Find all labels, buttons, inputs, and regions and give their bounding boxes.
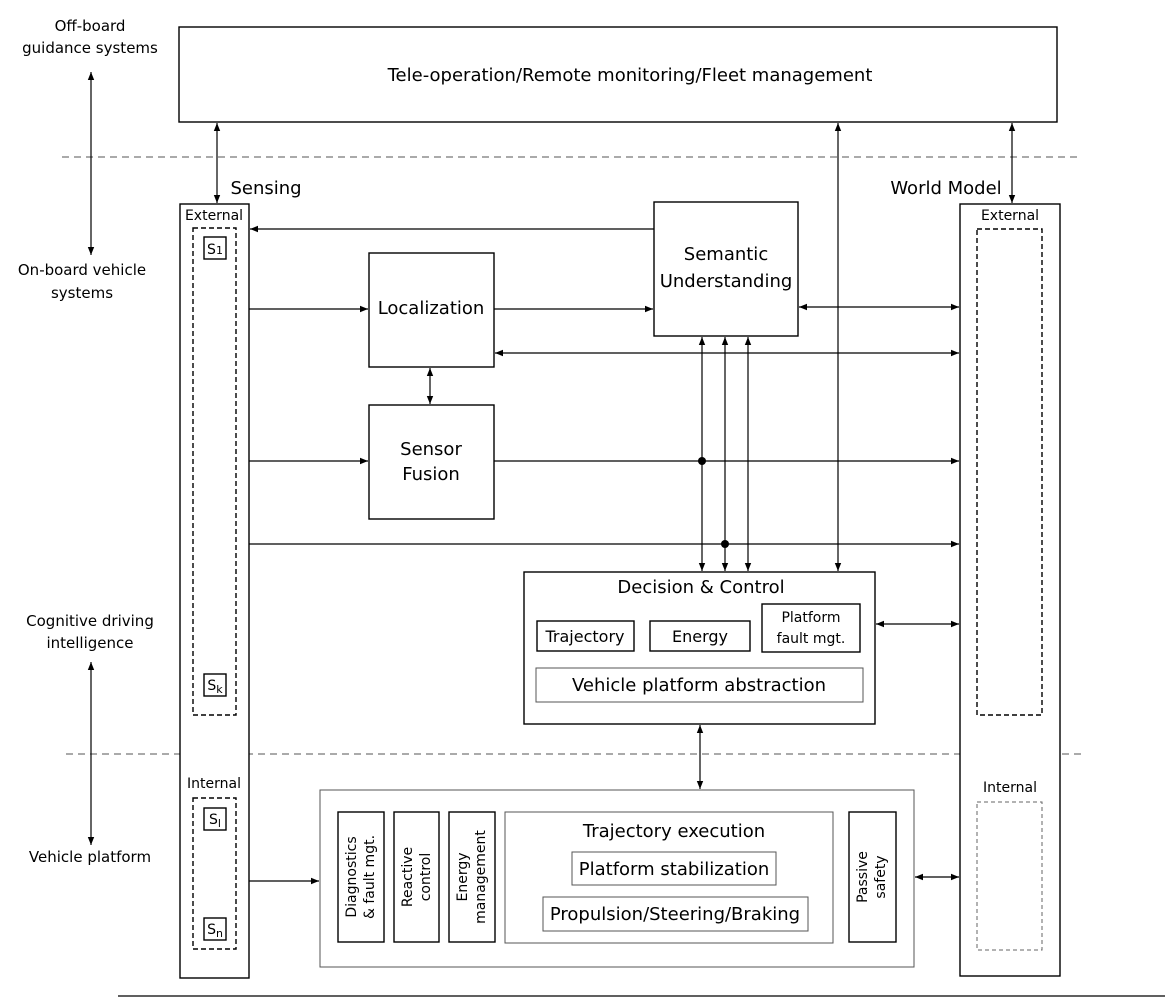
junction-fusion [698, 457, 706, 465]
sensing-internal-label: Internal [187, 776, 241, 792]
energy-label: Energy [672, 627, 728, 646]
sensor-fusion-box [368, 404, 495, 520]
sensor-s1-label: S1 [207, 242, 223, 258]
passive-line1: Passive [855, 851, 871, 903]
sensing-title: Sensing [230, 178, 301, 199]
decision-title: Decision & Control [617, 577, 784, 598]
sensor-s1 [203, 236, 227, 260]
trajectory-execution-label: Trajectory execution [582, 821, 765, 842]
stabilization-label: Platform stabilization [579, 859, 770, 880]
semantic-line2: Understanding [660, 271, 793, 292]
semantic-understanding-box [653, 201, 799, 337]
platform-fault-line2: fault mgt. [777, 631, 846, 647]
energy-mgmt-line1: Energy [455, 852, 471, 901]
energy-box [649, 620, 751, 652]
passive-safety-box [848, 811, 897, 943]
reactive-box [393, 811, 440, 943]
sensor-sn [203, 917, 227, 941]
sensing-internal-group [192, 797, 237, 950]
trajectory-box [536, 620, 635, 652]
junction-sensing [721, 540, 729, 548]
cognitive-label-1: Cognitive driving [26, 612, 154, 630]
localization-label: Localization [378, 298, 485, 319]
energy-mgmt-line2: management [473, 830, 489, 924]
sensor-fusion-line1: Sensor [400, 439, 462, 460]
energy-management-box [448, 811, 496, 943]
cognitive-label-2: intelligence [46, 634, 133, 652]
platform-fault-line1: Platform [781, 610, 840, 626]
platform-label: Vehicle platform [29, 848, 151, 866]
onboard-label-1: On-board vehicle [18, 261, 146, 279]
onboard-label-2: systems [51, 284, 113, 302]
propulsion-box [542, 896, 809, 932]
side-labels: Off-board guidance systems On-board vehi… [18, 17, 158, 866]
connectors [213, 123, 1016, 885]
abstraction-label: Vehicle platform abstraction [572, 675, 826, 696]
reactive-line2: control [418, 853, 434, 902]
stabilization-box [571, 851, 777, 886]
sensing-external-group [192, 227, 237, 716]
diagnostics-line1: Diagnostics [344, 836, 360, 917]
trajectory-label: Trajectory [545, 627, 625, 646]
reactive-line1: Reactive [400, 847, 416, 907]
teleoperation-box [178, 26, 1058, 123]
world-internal-label: Internal [983, 780, 1037, 796]
sensing-column [179, 203, 250, 979]
platform-fault-box [761, 603, 861, 653]
diagnostics-line2: & fault mgt. [362, 835, 378, 919]
propulsion-label: Propulsion/Steering/Braking [550, 904, 800, 925]
abstraction-box [535, 667, 864, 703]
sensor-fusion-line2: Fusion [402, 464, 460, 485]
localization-box [368, 252, 495, 368]
diagnostics-box [337, 811, 385, 943]
world-internal-group [976, 801, 1043, 951]
world-external-group [976, 228, 1043, 716]
sensor-sk-label: Sk [207, 678, 223, 696]
sensor-sl [203, 807, 227, 831]
sensor-sk [203, 673, 227, 697]
world-external-label: External [981, 208, 1039, 224]
sensor-sl-label: Sl [209, 812, 221, 830]
passive-line2: safety [873, 855, 889, 898]
sensing-external-label: External [185, 208, 243, 224]
semantic-line1: Semantic [684, 244, 768, 265]
world-model-title: World Model [890, 178, 1001, 199]
teleoperation-label: Tele-operation/Remote monitoring/Fleet m… [387, 65, 873, 86]
offboard-label-1: Off-board [55, 17, 126, 35]
sensor-sn-label: Sn [207, 922, 223, 940]
world-model-column [959, 203, 1061, 977]
offboard-label-2: guidance systems [22, 39, 158, 57]
